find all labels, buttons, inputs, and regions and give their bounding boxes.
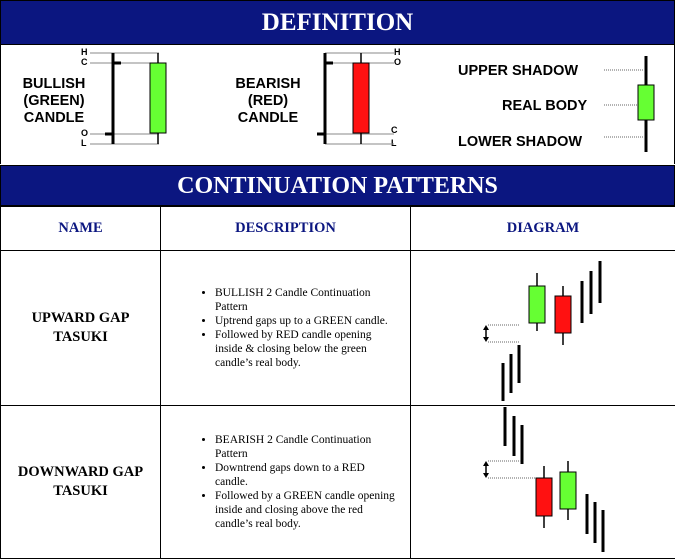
patterns-table: NAME DESCRIPTION DIAGRAM UPWARD GAP TASU… <box>0 205 675 559</box>
description-bullet: Downtrend gaps down to a RED candle. <box>215 461 396 489</box>
description-bullet: BULLISH 2 Candle Continuation Pattern <box>215 286 396 314</box>
pattern-name-line: UPWARD GAP <box>1 309 160 328</box>
downward-gap-tasuki-diagram <box>411 406 675 558</box>
table-row: UPWARD GAP TASUKI BULLISH 2 Candle Conti… <box>1 251 675 406</box>
description-bullet: Followed by RED candle opening inside & … <box>215 328 396 370</box>
pattern-name-line: TASUKI <box>1 328 160 347</box>
pattern-diagram <box>411 251 675 406</box>
definition-panel: BULLISH (GREEN) CANDLE H C O L BEARISH (… <box>0 44 675 164</box>
table-row: DOWNWARD GAP TASUKI BEARISH 2 Candle Con… <box>1 406 675 559</box>
continuation-patterns-title: CONTINUATION PATTERNS <box>0 165 675 207</box>
pattern-name-line: DOWNWARD GAP <box>1 463 160 482</box>
description-bullet: Uptrend gaps up to a GREEN candle. <box>215 314 396 328</box>
pattern-name: DOWNWARD GAP TASUKI <box>1 406 161 559</box>
candle-anatomy-diagram <box>1 44 674 164</box>
pattern-name-line: TASUKI <box>1 482 160 501</box>
pattern-diagram <box>411 406 675 559</box>
pattern-description: BEARISH 2 Candle Continuation Pattern Do… <box>161 406 411 559</box>
diagram-column-header: DIAGRAM <box>411 206 675 251</box>
name-column-header: NAME <box>1 206 161 251</box>
definition-title: DEFINITION <box>0 0 675 45</box>
upward-gap-tasuki-diagram <box>411 251 675 405</box>
pattern-description: BULLISH 2 Candle Continuation Pattern Up… <box>161 251 411 406</box>
table-header-row: NAME DESCRIPTION DIAGRAM <box>1 206 675 251</box>
description-bullet: BEARISH 2 Candle Continuation Pattern <box>215 433 396 461</box>
description-column-header: DESCRIPTION <box>161 206 411 251</box>
description-bullet: Followed by a GREEN candle opening insid… <box>215 489 396 531</box>
pattern-name: UPWARD GAP TASUKI <box>1 251 161 406</box>
